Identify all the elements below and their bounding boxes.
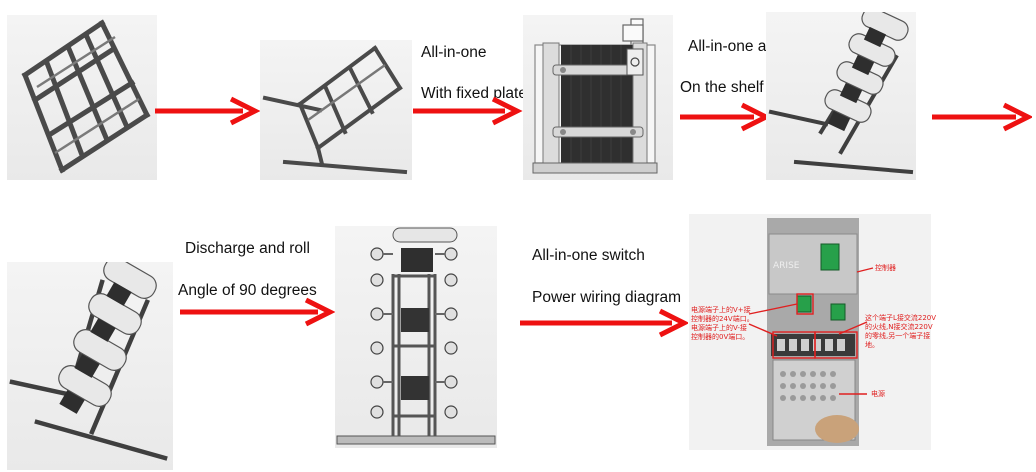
note-right-3: 的零线,另一个端子接 [865, 332, 931, 340]
assembly-on-shelf-render [766, 12, 916, 180]
arrow-6 [520, 308, 688, 338]
arrow-2 [413, 96, 523, 126]
step6-title: Discharge and roll [185, 240, 310, 257]
arrow-1 [155, 96, 260, 126]
brand-label: ARISE [773, 261, 800, 271]
note-right-2: 的火线,N接交流220V [865, 323, 933, 331]
step6-subtitle: Angle of 90 degrees [178, 282, 317, 299]
step4-subtitle: On the shelf [680, 79, 764, 96]
note-right-4: 地。 [865, 341, 879, 349]
all-in-one-plate-render [523, 15, 673, 180]
arrow-4 [932, 102, 1032, 132]
note-left-1: 电源端子上的V+接 [691, 306, 751, 314]
frame-render-2 [260, 40, 412, 180]
frame-render-1 [7, 15, 157, 180]
power-wiring-photo: ARISE 控制器 电源 电源端子上的V+接 控制器的24V端口。 电源端子上的… [689, 214, 936, 450]
note-left-4: 控制器的0V端口。 [691, 333, 750, 341]
step3-subtitle: With fixed plate [421, 85, 527, 102]
arrow-3 [680, 102, 770, 132]
note-right-1: 这个端子L接交流220V [865, 314, 937, 322]
vertical-assembly-render [335, 226, 497, 448]
step7-subtitle: Power wiring diagram [532, 289, 682, 306]
power-tag: 电源 [871, 390, 885, 398]
note-left-3: 电源端子上的V-接 [691, 324, 747, 332]
controller-tag: 控制器 [875, 264, 896, 272]
arrow-5 [180, 297, 335, 327]
step3-title: All-in-one [421, 44, 487, 61]
discharge-tilted-render [7, 262, 173, 470]
note-left-2: 控制器的24V端口。 [691, 315, 754, 323]
step7-title: All-in-one switch [532, 247, 645, 264]
